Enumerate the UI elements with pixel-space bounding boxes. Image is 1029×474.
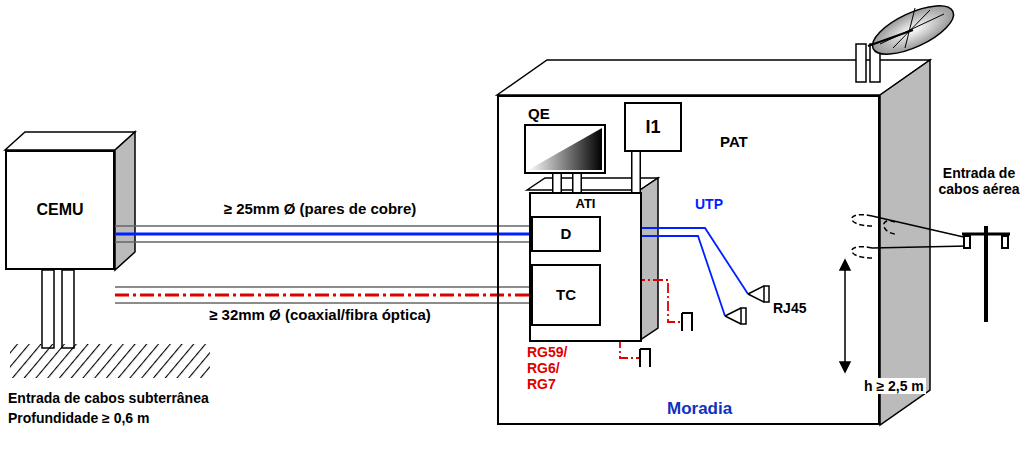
rj45-outlets-part — [764, 286, 769, 302]
height-arrow-part — [840, 362, 850, 372]
rj45-outlets-part — [741, 308, 746, 324]
ati-box-faces-part — [640, 178, 658, 340]
ground-hatching — [10, 344, 210, 378]
annotation-label: Profundidade ≥ 0,6 m — [8, 410, 149, 426]
conduit-wall — [115, 286, 531, 288]
coax-outlets-part — [682, 313, 692, 331]
rj45-outlets-part — [748, 286, 764, 302]
node-label: TC — [556, 286, 576, 303]
height-arrow-part — [844, 266, 846, 366]
panel-triangle — [526, 126, 604, 172]
satellite-dish-part — [893, 10, 930, 48]
pipe-inner — [633, 152, 640, 192]
rj45-outlets — [725, 286, 769, 324]
cable-line — [115, 233, 531, 236]
cable-conduit — [115, 226, 531, 242]
annotation-label: RG59/ RG6/ RG7 — [527, 344, 579, 392]
coax-outlets — [640, 313, 692, 367]
node-label: D — [561, 225, 572, 242]
pipe-outline — [552, 174, 562, 192]
cemu-box-faces-part — [5, 132, 135, 150]
annotation-label: PAT — [720, 133, 748, 150]
conduit-pipe — [636, 152, 637, 192]
aerial-cables-part — [852, 215, 872, 226]
pipe-outline — [572, 174, 582, 192]
cemu-box: CEMU — [5, 150, 115, 270]
aerial-cables-part — [872, 246, 968, 248]
cemu-box-faces-part — [115, 132, 135, 270]
aerial-cables-part — [884, 221, 895, 234]
height-arrow — [840, 260, 850, 372]
electrical-panel: QE — [524, 124, 606, 174]
pipe-inner — [554, 174, 561, 192]
cemu-box-faces — [5, 132, 135, 270]
cable-conduit — [115, 287, 531, 303]
i1-box: I1 — [624, 102, 682, 152]
panel-triangle-shape — [528, 128, 602, 170]
utility-pole-part — [984, 226, 988, 322]
satellite-dish-part — [866, 0, 960, 64]
pipe-outline — [631, 152, 641, 192]
annotation-label: h ≥ 2,5 m — [862, 378, 926, 394]
d-module: D — [531, 216, 601, 252]
node-label: I1 — [645, 117, 660, 138]
edge-label: ≥ 25mm Ø (pares de cobre) — [222, 200, 418, 217]
pipe-inner — [574, 174, 581, 192]
utility-pole — [962, 226, 1010, 322]
annotation-label: Entrada de cabos subterrânea — [8, 390, 209, 406]
node-label: Moradia — [667, 399, 732, 419]
dish-mount-pipes-part — [856, 44, 866, 82]
aerial-cables-part — [872, 216, 968, 238]
node-label: QE — [528, 105, 550, 122]
underground-pipes-part — [42, 270, 54, 348]
cable-line — [115, 294, 531, 297]
rj45-outlets-part — [725, 308, 741, 324]
utility-pole-part — [964, 236, 970, 248]
conduit-wall — [115, 225, 531, 227]
height-arrow-part — [840, 260, 850, 270]
coax-outlets-part — [640, 349, 650, 367]
ground-hatching-part — [10, 344, 210, 378]
utility-pole-part — [1002, 236, 1008, 248]
node-label: CEMU — [36, 201, 83, 219]
underground-pipes-part — [62, 270, 74, 348]
conduit-wall — [115, 302, 531, 304]
node-label: ATI — [576, 197, 596, 212]
underground-pipes — [42, 270, 74, 348]
tc-module: TC — [531, 264, 601, 326]
conduit-wall — [115, 241, 531, 243]
conduit-pipe — [557, 174, 577, 192]
satellite-dish-part — [905, 8, 915, 48]
edge-label: ≥ 32mm Ø (coaxial/fibra óptica) — [207, 306, 433, 323]
annotation-label: UTP — [695, 196, 723, 212]
satellite-dish-part — [868, 30, 913, 46]
annotation-label: Entrada de cabos aérea — [933, 165, 1025, 197]
ati-cabinet: ATI D TC — [529, 192, 642, 342]
house-faces-part — [880, 60, 930, 425]
annotation-label: RJ45 — [773, 300, 806, 316]
aerial-cables — [852, 215, 968, 258]
satellite-dish — [866, 0, 960, 64]
aerial-cables-part — [852, 247, 872, 258]
house-faces — [497, 60, 930, 425]
